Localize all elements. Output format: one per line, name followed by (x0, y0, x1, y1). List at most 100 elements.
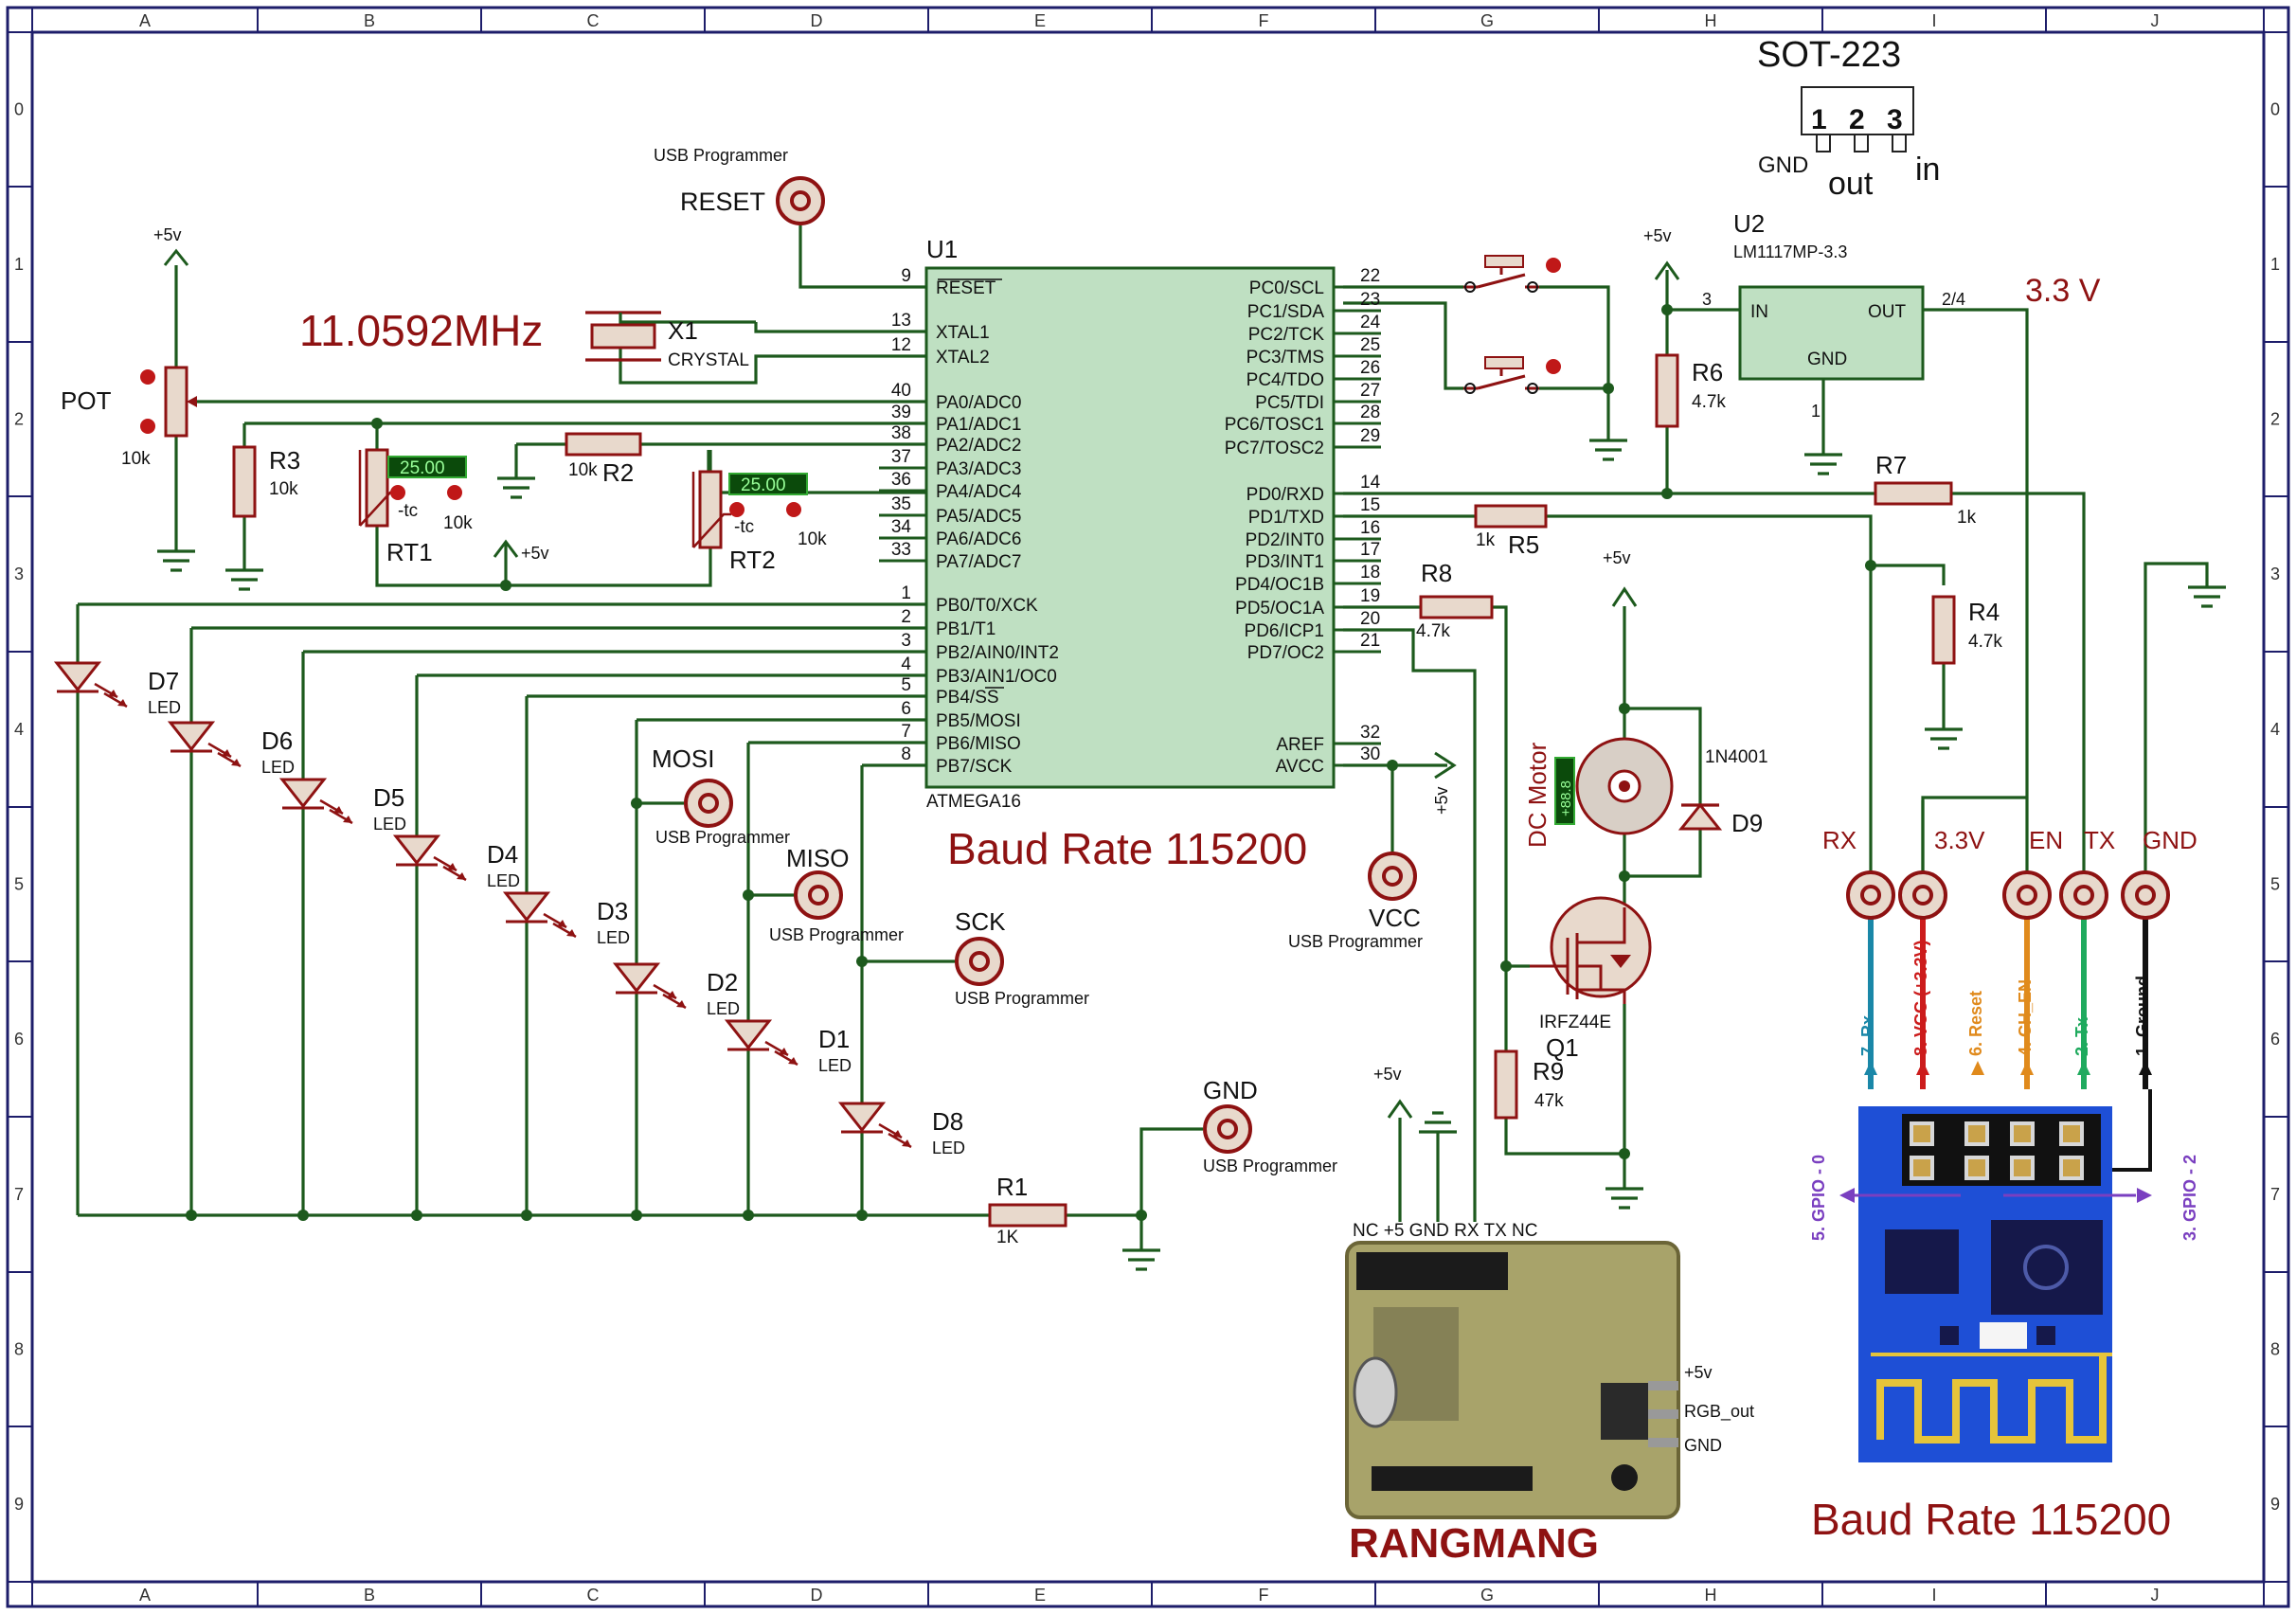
wire-gnd-label: 1. Ground (2133, 976, 2152, 1056)
mcu-right-pins: 22PC0/SCL23PC1/SDA24PC2/TCK25PC3/TMS26PC… (1225, 266, 1381, 777)
mcu-pin-name: PD7/OC2 (1247, 643, 1324, 663)
tp-miso[interactable]: MISO USB Programmer (769, 844, 904, 944)
wires (76, 225, 2209, 1250)
frame-col-label: F (1259, 1586, 1269, 1605)
esp-33-label: 3.3V (1934, 826, 1985, 854)
led-type: LED (932, 1139, 965, 1157)
wire-en-label: 4. CH_EN (2016, 979, 2035, 1056)
resistor-r8[interactable]: R8 4.7k (1416, 559, 1494, 641)
thermistor-rt1[interactable]: 25.00 -tc 10k RT1 (358, 448, 473, 566)
rt1-tc: -tc (398, 501, 418, 521)
resistor-r1[interactable]: R1 1K (988, 1173, 1160, 1271)
regulator-u2[interactable]: U2 LM1117MP-3.3 IN OUT GND 3 2/4 1 3.3 V (1702, 209, 2101, 475)
mcu-pin-name: PA4/ADC4 (936, 482, 1022, 502)
mcu-pin-number: 39 (891, 403, 911, 422)
led-type: LED (148, 698, 181, 717)
mcu-pin-number: 40 (891, 381, 911, 401)
resistor-r9[interactable]: R9 47k (1494, 1049, 1643, 1210)
baud-rate-main: Baud Rate 115200 (947, 824, 1307, 873)
mcu-pin-name: PD2/INT0 (1246, 530, 1324, 550)
r8-value: 4.7k (1416, 621, 1450, 641)
frame-col-label: C (587, 11, 600, 30)
mcu-pin-name: PD5/OC1A (1235, 599, 1324, 619)
r3-ref: R3 (269, 446, 300, 475)
esp-header[interactable]: RX 3.3V EN TX GND (1822, 826, 2197, 920)
mcu-pin-name: PB2/AIN0/INT2 (936, 643, 1059, 663)
esp-header-pin[interactable] (2121, 870, 2170, 920)
tp-reset[interactable]: USB Programmer RESET (654, 146, 825, 225)
module-5v: +5v (1684, 1363, 1713, 1382)
rt2-value: 10k (798, 529, 827, 549)
led-type: LED (373, 815, 406, 834)
esp-header-pin[interactable] (2059, 870, 2108, 920)
mcu-pin-name: PA7/ADC7 (936, 552, 1021, 572)
dc-motor[interactable]: +5v +88.8 DC Motor (1523, 548, 1674, 848)
module-power: +5v (1373, 1065, 1457, 1134)
mcu-pin-name: PB7/SCK (936, 757, 1013, 777)
diode-d9[interactable]: 1N4001 D9 (1677, 747, 1768, 837)
pot[interactable]: +5v POT 10k (61, 225, 197, 572)
mcu-pin-number: 18 (1360, 563, 1380, 583)
crystal-type: CRYSTAL (668, 350, 749, 370)
frame-row-label: 0 (14, 100, 24, 119)
resistor-r3[interactable]: R3 10k (225, 445, 300, 591)
esp-header-pin[interactable] (1898, 870, 1947, 920)
frame-row-label: 8 (2270, 1340, 2280, 1359)
rt1-value: 10k (443, 513, 473, 533)
thermistor-rt2[interactable]: 25.00 -tc 10k RT2 (691, 450, 827, 574)
switch-sw1[interactable] (1463, 255, 1561, 293)
mcu-pin-name: PA6/ADC6 (936, 529, 1021, 549)
mcu-pin-name: PA0/ADC0 (936, 393, 1021, 413)
esp-rx-label: RX (1822, 826, 1857, 854)
r6-value: 4.7k (1692, 392, 1726, 412)
mcu-pin-name: PD4/OC1B (1235, 575, 1324, 595)
r2-ref: R2 (602, 458, 634, 487)
resistor-r7[interactable]: R7 1k (1874, 451, 1977, 528)
esp-en-label: EN (2029, 826, 2063, 854)
mcu-u1[interactable]: U1 ATMEGA16 9RESET13XTAL112XTAL240PA0/AD… (879, 235, 1381, 812)
tp-vcc[interactable]: VCC USB Programmer (1288, 852, 1423, 951)
supply-label: +5v (521, 544, 549, 563)
mcu-pin-number: 24 (1360, 313, 1381, 332)
rgb-module[interactable]: NC +5 GND RX TX NC +5v RGB_out GND RANGM… (1345, 1221, 1754, 1567)
resistor-r4[interactable]: R4 4.7k (1925, 595, 2002, 750)
esp-header-pin[interactable] (2002, 870, 2052, 920)
tp-mosi[interactable]: MOSI USB Programmer (652, 744, 790, 847)
motor-label: DC Motor (1523, 742, 1552, 848)
resistor-r5[interactable]: 1k R5 (1474, 504, 1548, 559)
frame-col-label: A (139, 11, 151, 30)
usb-prog-label: USB Programmer (955, 989, 1089, 1008)
frame-row-label: 5 (2270, 875, 2280, 894)
r6-supply: +5v (1643, 226, 1672, 245)
tp-gnd[interactable]: GND USB Programmer (1203, 1076, 1337, 1175)
mosfet-q1[interactable]: IRFZ44E Q1 (1530, 896, 1652, 1062)
r4-ref: R4 (1968, 598, 2000, 626)
resistor-r2[interactable]: 10k R2 (497, 432, 642, 499)
tp-sck[interactable]: SCK USB Programmer (955, 907, 1089, 1008)
q1-part: IRFZ44E (1539, 1013, 1611, 1032)
switch-sw2[interactable] (1463, 356, 1627, 461)
esp-wire-labels: 7. Rx 8. VCC (+3.3V) 6. Reset 4. CH_EN 2… (1858, 940, 2152, 1075)
usb-prog-label: USB Programmer (655, 828, 790, 847)
esp8266-board[interactable]: 5. GPIO - 0 3. GPIO - 2 (1809, 1106, 2199, 1462)
mcu-pin-number: 16 (1360, 518, 1380, 538)
resistor-r6[interactable]: +5v R6 4.7k (1643, 226, 1726, 428)
mcu-pin-name: PB3/AIN1/OC0 (936, 667, 1057, 687)
mcu-pin-number: 19 (1360, 586, 1380, 606)
esp-header-pin[interactable] (1846, 870, 1895, 920)
frame-row-label: 3 (14, 565, 24, 583)
sck-label: SCK (955, 907, 1006, 936)
mcu-pin-name: PD6/ICP1 (1245, 621, 1324, 641)
frame-col-label: A (139, 1586, 151, 1605)
crystal-x1[interactable]: 11.0592MHz X1 CRYSTAL (299, 306, 749, 370)
